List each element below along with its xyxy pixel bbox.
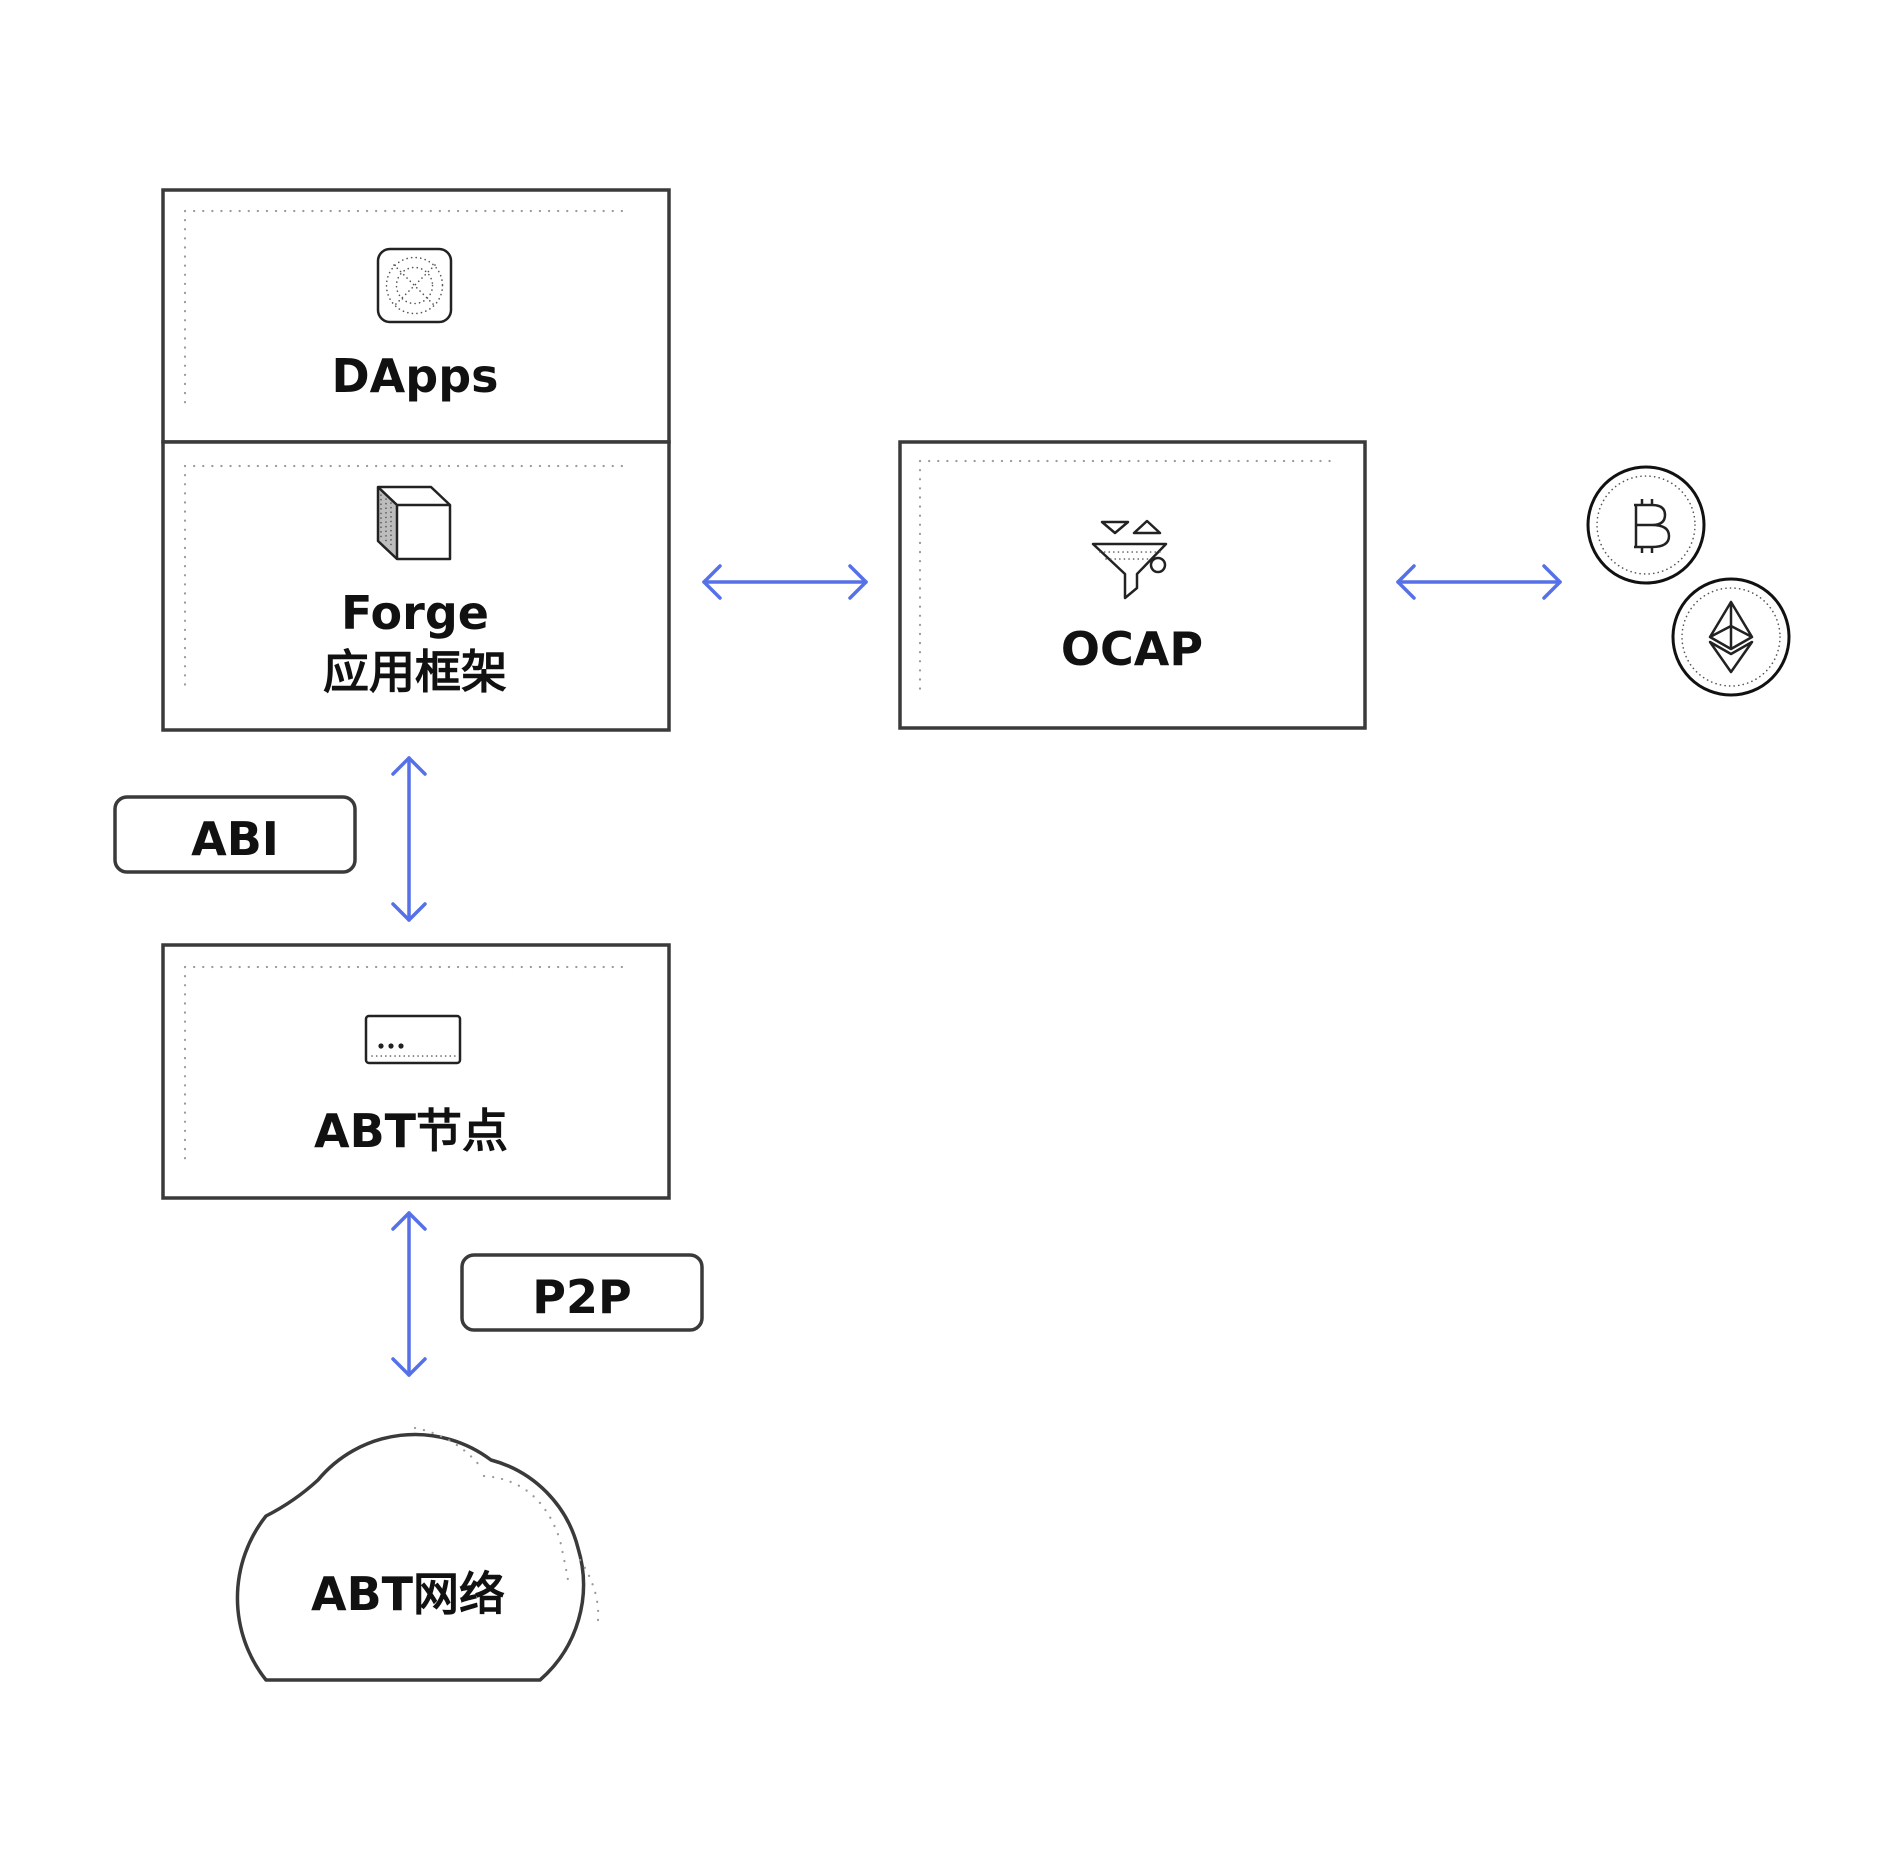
network-cloud: ABT网络 bbox=[235, 1426, 600, 1682]
ethereum-coin-icon bbox=[1671, 577, 1791, 697]
bitcoin-coin-icon bbox=[1586, 465, 1706, 585]
network-label: ABT网络 bbox=[311, 1567, 505, 1621]
terminal-icon bbox=[364, 1014, 462, 1065]
arrow-node-network bbox=[391, 1211, 427, 1377]
node-box: ABT节点 bbox=[161, 943, 671, 1200]
abi-label: ABI bbox=[191, 812, 279, 866]
node-label: ABT节点 bbox=[314, 1104, 508, 1158]
app-tile-icon bbox=[376, 247, 453, 324]
arrow-forge-node bbox=[391, 756, 427, 922]
cube-icon bbox=[376, 485, 452, 561]
ocap-label: OCAP bbox=[1061, 622, 1203, 676]
abi-pill: ABI bbox=[113, 795, 357, 874]
forge-label-line2: 应用框架 bbox=[323, 645, 507, 699]
p2p-pill: P2P bbox=[460, 1253, 704, 1332]
ocap-box: OCAP bbox=[898, 440, 1367, 730]
forge-box: Forge 应用框架 bbox=[161, 440, 671, 732]
funnel-icon bbox=[1091, 519, 1168, 600]
arrow-ocap-coins bbox=[1396, 564, 1562, 600]
dapps-box: DApps bbox=[161, 188, 671, 444]
dapps-label: DApps bbox=[331, 349, 498, 403]
arrow-forge-ocap bbox=[702, 564, 868, 600]
p2p-label: P2P bbox=[532, 1270, 631, 1324]
forge-label-line1: Forge bbox=[341, 586, 489, 640]
